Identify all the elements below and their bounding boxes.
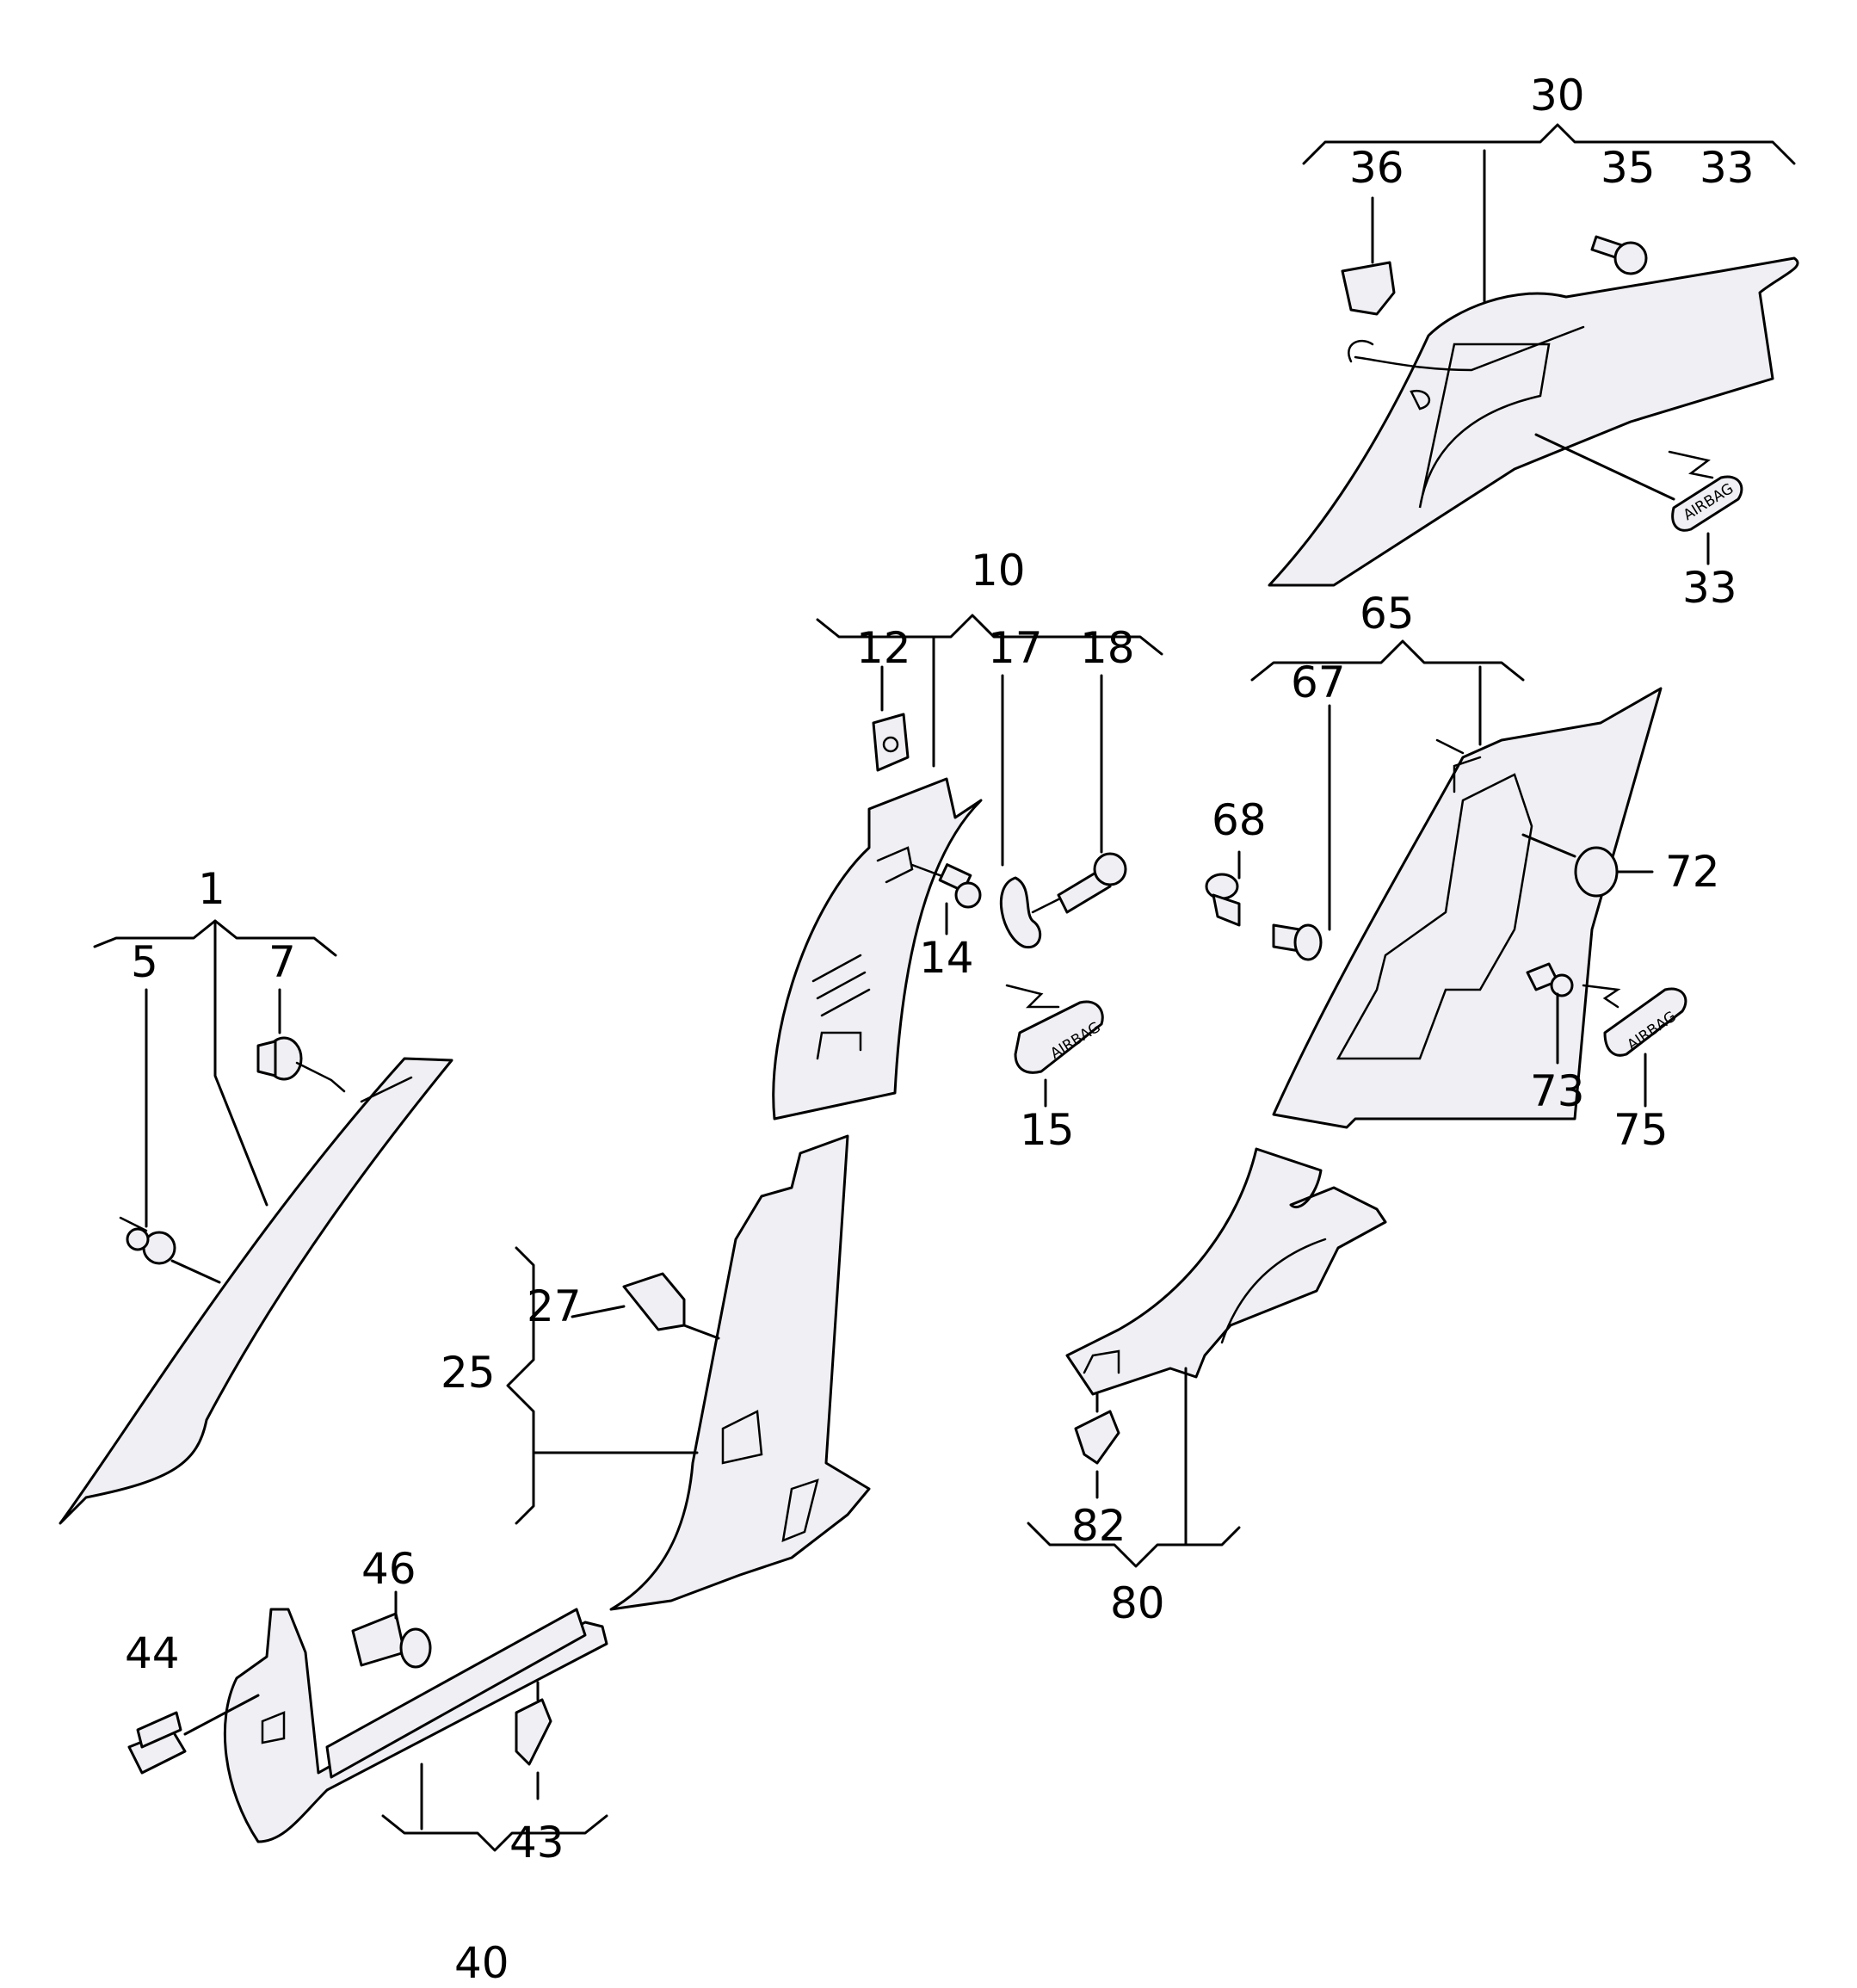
callout-30: 30	[1530, 71, 1585, 120]
callout-5: 5	[131, 937, 158, 987]
group-65-rear-panel: AIRBAG	[1205, 639, 1687, 1129]
grommet-part-17	[999, 876, 1042, 949]
screw-part-73	[1526, 962, 1574, 997]
clip-part-12	[872, 713, 910, 772]
callout-12: 12	[856, 623, 911, 673]
rear-sill-trim	[1065, 1147, 1387, 1396]
cap-part-72	[1574, 846, 1619, 898]
airbag-badge-15: AIRBAG	[1005, 984, 1104, 1074]
callout-15: 15	[1020, 1105, 1075, 1155]
clip-part-82	[1074, 1410, 1120, 1465]
clip-part-68	[1205, 873, 1241, 927]
clip-part-36	[1341, 261, 1396, 316]
group-40-sill	[127, 1590, 608, 1852]
group-30-c-pillar: AIRBAG	[1268, 123, 1799, 587]
callout-labels: 1 5 7 10 12 14 15 17 18 25 27 30 36 35 3…	[125, 71, 1755, 1988]
callout-82: 82	[1071, 1501, 1126, 1551]
airbag-badge-33: AIRBAG	[1668, 450, 1743, 532]
screw-part-14	[910, 863, 982, 909]
callout-33-bottom: 33	[1682, 563, 1737, 613]
screw-part-5	[119, 1216, 176, 1265]
callout-18: 18	[1080, 623, 1135, 673]
callout-27: 27	[527, 1281, 582, 1331]
clip-part-44	[127, 1711, 187, 1775]
clip-part-27	[622, 1272, 686, 1331]
callout-35: 35	[1601, 143, 1656, 193]
airbag-badge-75: AIRBAG	[1582, 984, 1687, 1057]
group-1-a-pillar	[59, 919, 453, 1525]
callout-72: 72	[1665, 847, 1720, 897]
clip-part-7	[256, 1036, 346, 1093]
group-25-b-pillar-lower	[506, 1134, 871, 1611]
callout-14: 14	[919, 933, 974, 983]
rivet-part-46	[351, 1612, 432, 1669]
rear-trim-panel	[1272, 687, 1663, 1129]
clip-part-43	[515, 1698, 552, 1766]
callout-43: 43	[509, 1818, 565, 1868]
callout-44: 44	[125, 1628, 180, 1678]
callout-25: 25	[441, 1348, 496, 1398]
callout-40: 40	[454, 1938, 509, 1988]
callout-1: 1	[198, 864, 225, 914]
callout-17: 17	[988, 623, 1043, 673]
group-80-rear-sill	[1027, 1147, 1387, 1568]
callout-73: 73	[1530, 1066, 1585, 1116]
group-10-b-pillar-upper: AIRBAG	[772, 614, 1163, 1121]
screw-part-67	[1272, 923, 1323, 961]
callout-67: 67	[1291, 658, 1346, 707]
callout-65: 65	[1360, 589, 1415, 639]
a-pillar-trim	[59, 1057, 453, 1525]
callout-80: 80	[1110, 1578, 1165, 1628]
b-pillar-lower-trim	[609, 1134, 871, 1611]
callout-68: 68	[1212, 795, 1267, 845]
callout-10: 10	[971, 546, 1026, 596]
c-pillar-trim	[1268, 256, 1799, 587]
bolt-part-18	[1031, 852, 1127, 914]
callout-46: 46	[361, 1544, 416, 1594]
callout-75: 75	[1613, 1105, 1669, 1155]
callout-33-top: 33	[1700, 143, 1755, 193]
screw-part-35	[1590, 235, 1648, 275]
callout-36: 36	[1349, 143, 1404, 193]
callout-7: 7	[268, 937, 296, 987]
